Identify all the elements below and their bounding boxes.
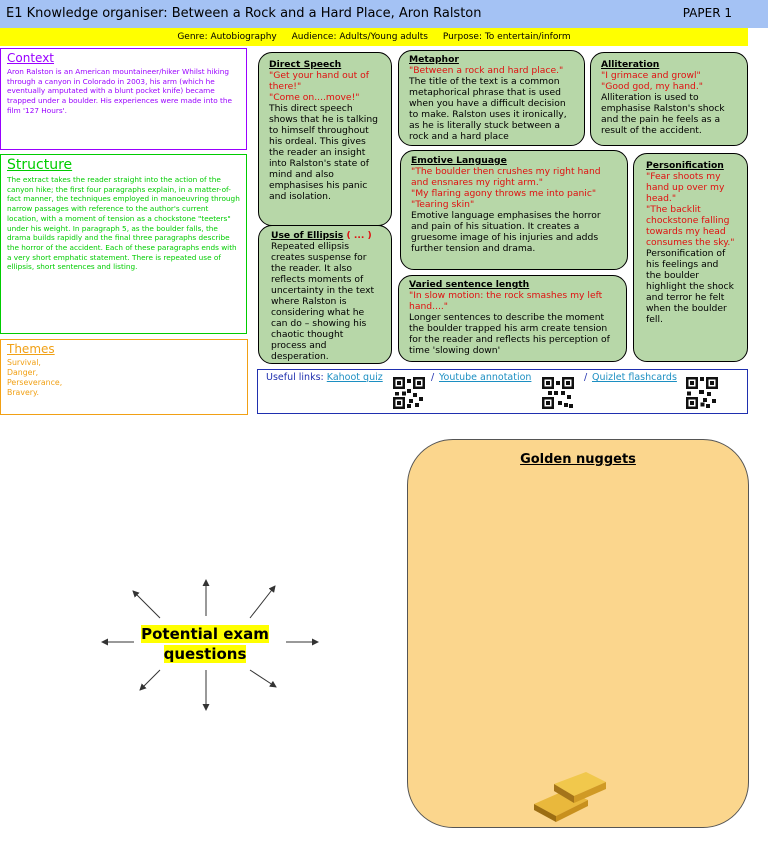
personification-text: Personification of his feelings and the …	[646, 248, 734, 325]
varied-sentence-text: Longer sentences to describe the moment …	[409, 312, 610, 356]
link-separator: /	[584, 372, 588, 383]
direct-speech-quote: "Come on....move!"	[269, 92, 360, 103]
personification-quote: "The backlit chockstone falling towards …	[646, 204, 735, 248]
varied-sentence-quote: "In slow motion: the rock smashes my lef…	[409, 290, 603, 312]
emotive-language-text: Emotive language emphasises the horror a…	[411, 210, 601, 254]
alliteration-text: Alliteration is used to emphasise Ralsto…	[601, 92, 725, 136]
context-text: Aron Ralston is an American mountaineer/…	[7, 67, 232, 115]
useful-links-label: Useful links:	[266, 372, 324, 383]
ellipsis-heading-symbol: ( ... )	[343, 230, 372, 241]
metaphor-card: Metaphor "Between a rock and hard place.…	[398, 50, 585, 146]
quizlet-flashcards-link[interactable]: Quizlet flashcards	[592, 372, 677, 383]
exam-questions-line: Potential exam	[141, 625, 269, 643]
alliteration-quote: "Good god, my hand."	[601, 81, 704, 92]
theme-item: Survival,	[7, 358, 41, 367]
structure-heading: Structure	[7, 157, 73, 173]
direct-speech-text: This direct speech shows that he is talk…	[269, 103, 378, 202]
exam-arrows	[101, 579, 319, 711]
emotive-language-card: Emotive Language "The boulder then crush…	[400, 150, 628, 270]
genre-bar: Genre: Autobiography Audience: Adults/Yo…	[0, 28, 748, 46]
youtube-annotation-link[interactable]: Youtube annotation	[439, 372, 532, 383]
arrow-icon	[249, 669, 277, 688]
arrow-icon	[249, 585, 276, 619]
theme-item: Bravery.	[7, 388, 39, 397]
link-separator: /	[431, 372, 435, 383]
ellipsis-card: Use of Ellipsis ( ... ) Repeated ellipsi…	[258, 225, 392, 364]
structure-box: Structure The extract takes the reader s…	[0, 154, 247, 334]
purpose-text: Purpose: To entertain/inform	[442, 32, 571, 42]
golden-nuggets-heading: Golden nuggets	[520, 452, 636, 467]
direct-speech-quote: "Get your hand out of there!"	[269, 70, 369, 92]
themes-heading: Themes	[7, 342, 55, 356]
ellipsis-heading: Use of Ellipsis	[271, 230, 344, 241]
alliteration-heading: Alliteration	[601, 59, 660, 70]
arrow-icon	[132, 590, 161, 619]
qr-code-icon[interactable]	[393, 377, 425, 409]
arrow-icon	[139, 669, 161, 691]
metaphor-text: The title of the text is a common metaph…	[409, 76, 567, 142]
emotive-language-quote: and ensnares my right arm."	[411, 177, 544, 188]
alliteration-quote: "I grimace and growl"	[601, 70, 701, 81]
metaphor-heading: Metaphor	[409, 54, 459, 65]
direct-speech-heading: Direct Speech	[269, 59, 342, 70]
theme-item: Perseverance,	[7, 378, 63, 387]
gold-bars-icon	[534, 772, 606, 822]
exam-questions-label: Potential exam questions	[138, 624, 272, 664]
direct-speech-card: Direct Speech "Get your hand out of ther…	[258, 52, 392, 226]
metaphor-quote: "Between a rock and hard place."	[409, 65, 564, 76]
structure-text: The extract takes the reader straight in…	[7, 175, 240, 272]
golden-nuggets-box: Golden nuggets	[407, 439, 749, 828]
varied-sentence-heading: Varied sentence length	[409, 279, 530, 290]
audience-text: Audience: Adults/Young adults	[291, 32, 428, 42]
emotive-language-quote: "Tearing skin"	[411, 199, 475, 210]
personification-quote: "Fear shoots my hand up over my head."	[646, 171, 725, 204]
context-heading: Context	[7, 51, 55, 65]
emotive-language-quote: "The boulder then crushes my right hand	[411, 166, 601, 177]
useful-links-box: Useful links: Kahoot quiz / Youtube anno…	[257, 369, 748, 414]
varied-sentence-card: Varied sentence length "In slow motion: …	[398, 275, 627, 362]
qr-code-icon[interactable]	[542, 377, 574, 409]
page-title: E1 Knowledge organiser: Between a Rock a…	[6, 6, 482, 21]
theme-item: Danger,	[7, 368, 39, 377]
personification-card: Personification "Fear shoots my hand up …	[633, 153, 748, 362]
context-box: Context Aron Ralston is an American moun…	[0, 48, 247, 150]
genre-text: Genre: Autobiography	[177, 32, 277, 42]
emotive-language-quote: "My flaring agony throws me into panic"	[411, 188, 597, 199]
themes-box: Themes Survival, Danger, Perseverance, B…	[0, 339, 248, 415]
qr-code-icon[interactable]	[686, 377, 718, 409]
title-bar: E1 Knowledge organiser: Between a Rock a…	[0, 0, 768, 28]
paper-label: PAPER 1	[682, 6, 732, 20]
personification-heading: Personification	[646, 160, 724, 171]
kahoot-quiz-link[interactable]: Kahoot quiz	[326, 372, 383, 383]
ellipsis-text: Repeated ellipsis creates suspense for t…	[271, 241, 375, 362]
alliteration-card: Alliteration "I grimace and growl" "Good…	[590, 52, 748, 146]
emotive-language-heading: Emotive Language	[411, 155, 507, 166]
exam-questions-line: questions	[163, 645, 247, 663]
